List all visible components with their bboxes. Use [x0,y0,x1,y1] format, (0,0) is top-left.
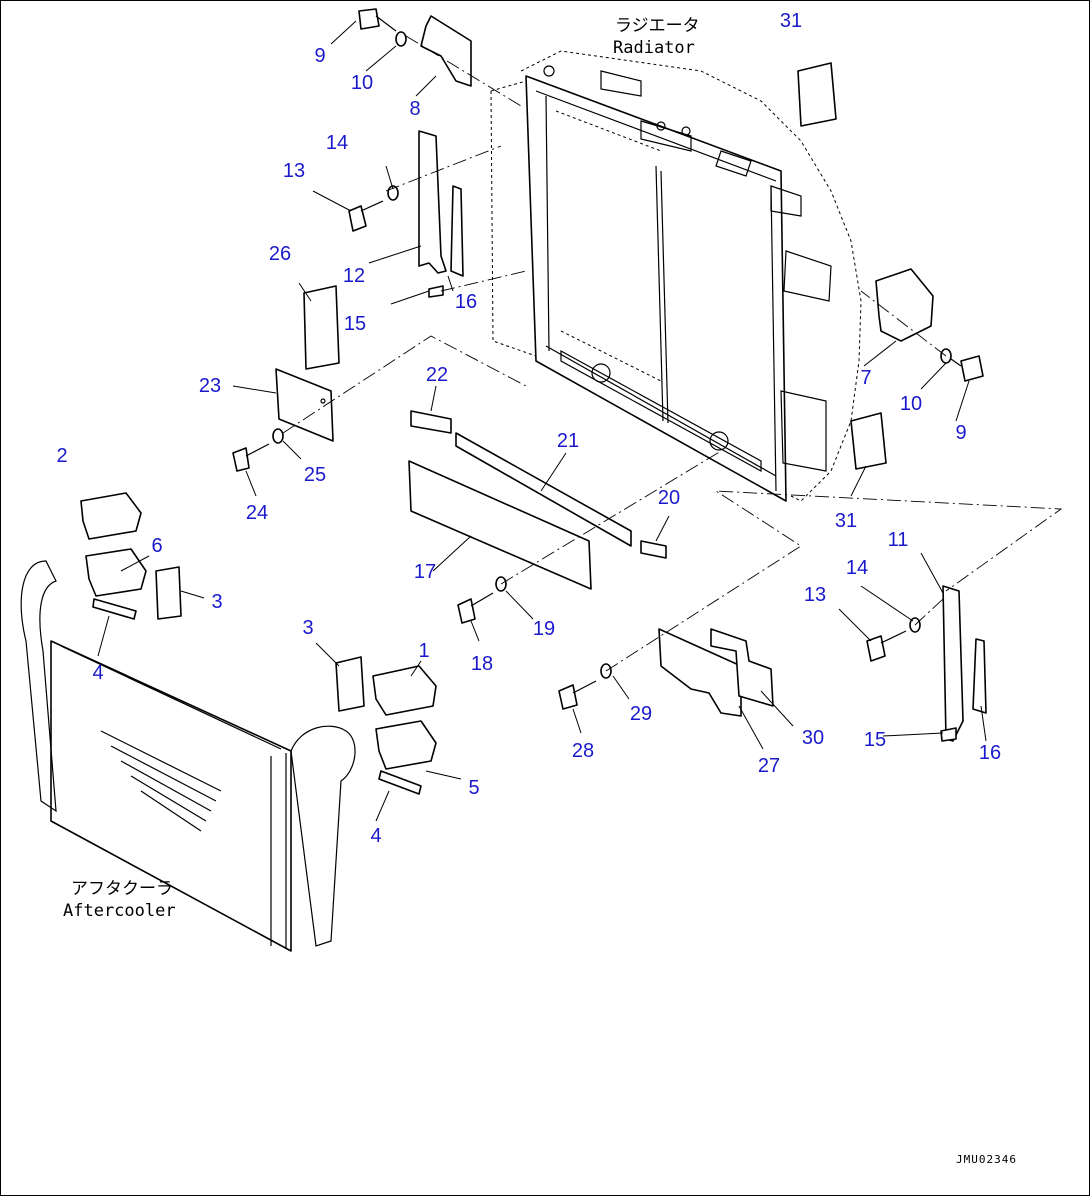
callout-11[interactable]: 11 [887,529,909,551]
callout-28[interactable]: 28 [571,740,595,762]
part-20-block [640,540,667,559]
part-24-bolt [232,443,270,472]
part-3-pad [155,566,182,620]
callout-18[interactable]: 18 [470,653,494,675]
callout-22[interactable]: 22 [425,364,449,386]
part-25-washer [272,428,284,444]
callout-21[interactable]: 21 [556,430,580,452]
part-21-seal [455,432,632,547]
part-3b-pad [335,656,365,712]
callout-19[interactable]: 19 [532,618,556,640]
part-9b-bolt [950,355,984,382]
callout-12[interactable]: 12 [342,265,366,287]
callout-3[interactable]: 3 [211,591,223,613]
callout-4b[interactable]: 4 [370,825,382,847]
radiator-caption-en: Radiator [613,38,695,58]
callout-5[interactable]: 5 [468,777,480,799]
callout-16[interactable]: 16 [454,291,478,313]
callout-9b[interactable]: 9 [955,422,967,444]
callout-10b[interactable]: 10 [899,393,923,415]
part-5-holder [375,720,437,770]
callout-10[interactable]: 10 [350,72,374,94]
part-2-cap [80,492,142,540]
part-17-seal [408,460,592,590]
part-7-bracket [875,268,934,342]
part-15b-pin [940,727,957,742]
part-1-cap [372,665,437,716]
callout-24[interactable]: 24 [245,502,269,524]
part-9-bolt [358,8,397,32]
drawing-number: JMU02346 [956,1153,1017,1166]
part-28-bolt [558,680,597,710]
part-4b-strip [378,770,422,795]
callout-4[interactable]: 4 [92,662,104,684]
part-10-washer [395,31,407,47]
callout-9[interactable]: 9 [314,45,326,67]
callout-14[interactable]: 14 [325,132,349,154]
callout-7[interactable]: 7 [860,367,872,389]
callout-25[interactable]: 25 [303,464,327,486]
callout-17[interactable]: 17 [413,561,437,583]
aftercooler-caption-en: Aftercooler [63,901,176,921]
part-11-bracket [942,585,964,742]
leader-lines [97,20,1063,822]
part-26-plate [303,285,340,370]
part-16b-shim [972,638,987,714]
callout-16b[interactable]: 16 [978,742,1002,764]
callout-29[interactable]: 29 [629,703,653,725]
part-6-holder [85,548,147,597]
callout-3b[interactable]: 3 [302,617,314,639]
callout-13b[interactable]: 13 [803,584,827,606]
part-23-plate [275,368,334,442]
part-16-shim [450,185,464,277]
callout-2[interactable]: 2 [56,445,68,467]
callout-23[interactable]: 23 [198,375,222,397]
callout-15b[interactable]: 15 [863,729,887,751]
part-31-cushion [797,62,837,127]
part-8-bracket [420,15,472,87]
part-18-bolt [457,592,494,624]
part-30-plate [710,628,774,707]
part-13-bolt [348,200,384,232]
part-13b-bolt [866,630,907,662]
callout-30[interactable]: 30 [801,727,825,749]
callout-31b[interactable]: 31 [834,510,858,532]
aftercooler-drawing [20,560,356,952]
callout-14b[interactable]: 14 [845,557,869,579]
callout-20[interactable]: 20 [657,487,681,509]
callout-26[interactable]: 26 [268,243,292,265]
part-22-block [410,410,452,434]
part-31b-cushion [850,412,887,470]
radiator-caption-jp: ラジエータ [615,16,700,36]
callout-31[interactable]: 31 [779,10,803,32]
callout-27[interactable]: 27 [757,755,781,777]
aftercooler-caption-jp: アフタクーラ [71,879,173,899]
callout-1[interactable]: 1 [418,640,430,662]
part-15-pin [428,285,444,298]
callout-15[interactable]: 15 [343,313,367,335]
callout-8[interactable]: 8 [409,98,421,120]
part-4-strip [92,598,137,620]
callout-13[interactable]: 13 [282,160,306,182]
callout-6[interactable]: 6 [151,535,163,557]
part-12-bracket [418,130,447,274]
radiator-drawing [490,50,862,502]
